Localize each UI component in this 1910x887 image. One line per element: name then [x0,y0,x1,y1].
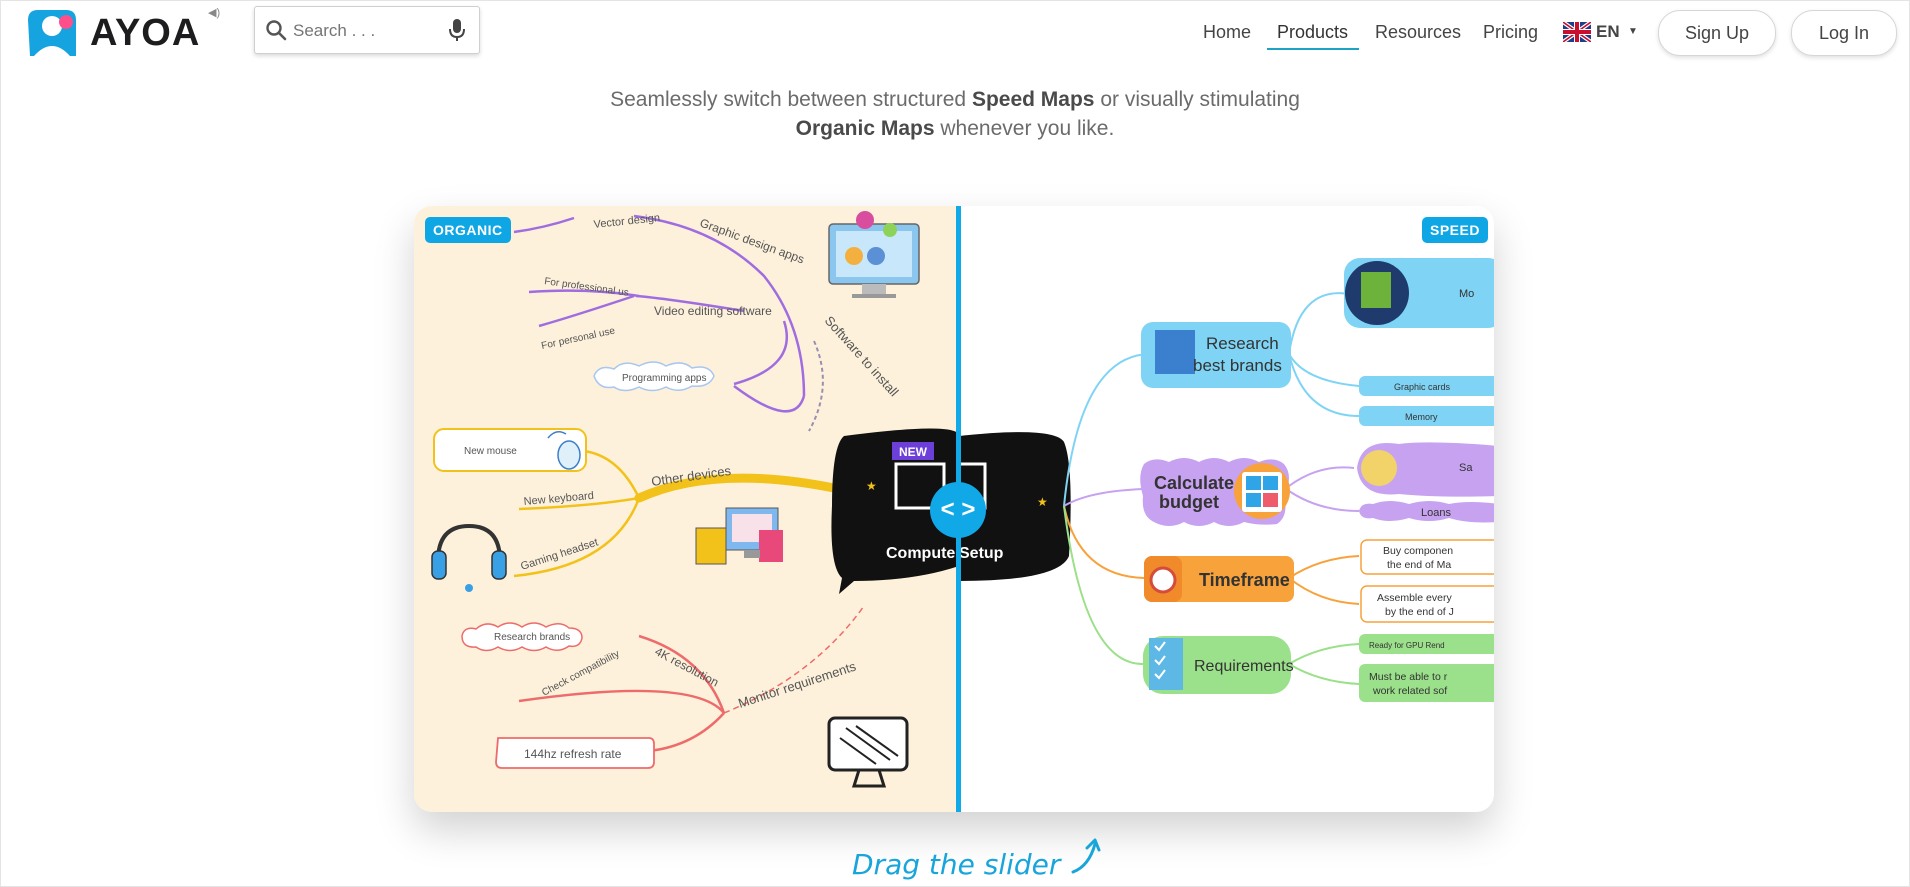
yellow-branches [513,449,641,578]
speed-branches [1063,292,1360,685]
new-badge-label: NEW [899,445,928,459]
stopwatch-icon [1149,566,1177,594]
curved-arrow-icon [1071,838,1101,874]
purple-branches [513,214,806,413]
drag-the-slider-hint: Drag the slider [852,836,1105,881]
motherboard-icon [1361,272,1391,308]
svg-text:Requirements: Requirements [1194,658,1294,675]
svg-text:Buy componen: Buy componen [1383,545,1453,557]
svg-text:Must be able to r: Must be able to r [1369,671,1448,683]
devices-illustration-icon [695,507,783,565]
ayoa-logo-icon [28,10,76,56]
nav-home[interactable]: Home [1203,22,1252,42]
node-calculate-budget: Calculate budget [1140,458,1290,526]
label-memory: Memory [1405,412,1438,422]
dashed-connector [808,340,824,432]
label-software-to-install: Software to install [822,313,902,399]
organic-maps-emphasis: Organic Maps [795,117,935,140]
label-for-personal-use: For personal use [540,325,616,351]
label-4k-resolution: 4K resolution [653,644,721,689]
intro-line-1: Seamlessly switch between structured Spe… [0,88,1910,112]
node-research-best-brands: Research best brands [1141,322,1291,388]
mouse-icon [557,440,581,470]
slider-handle[interactable]: < > [930,482,986,538]
label-vector-design: Vector design [593,212,661,231]
svg-text:work related sof: work related sof [1372,685,1447,697]
label-graphic-cards: Graphic cards [1394,382,1451,392]
search-input[interactable] [291,17,435,45]
svg-text:best brands: best brands [1193,356,1282,375]
organic-mind-map: Vector design Graphic design apps For pr… [431,211,959,788]
sound-icon[interactable]: ◀) [208,7,221,19]
log-in-button[interactable]: Log In [1791,10,1897,56]
label-speed-mo: Mo [1459,288,1474,300]
checklist-icon [1149,638,1183,690]
svg-text:Setup: Setup [959,545,1004,562]
map-comparison-slider[interactable]: Vector design Graphic design apps For pr… [414,206,1494,812]
nav-products[interactable]: Products [1277,22,1349,42]
language-selector[interactable]: EN [1596,22,1620,41]
svg-text:the end of Ma: the end of Ma [1387,559,1451,571]
central-node-organic: NEW Computer Setup ★ [831,428,959,594]
label-programming-apps: Programming apps [622,373,706,384]
label-loans: Loans [1421,507,1451,519]
programming-apps-node: Programming apps [593,361,715,392]
monitor-dashed-connector [723,605,865,714]
monitor-sketch-icon [827,716,909,788]
intro-text: or visually stimulating [1094,88,1300,111]
nav-resources[interactable]: Resources [1375,22,1462,42]
search-box[interactable] [254,6,480,54]
computer-research-icon [1155,330,1195,374]
uk-flag-icon[interactable] [1563,22,1591,42]
research-brands-node: Research brands [461,622,583,652]
brand-name: AYOA [90,11,201,54]
code-arrows-icon: < > [940,496,976,523]
yellow-main-branch [634,473,839,503]
intro-text: Seamlessly switch between structured [610,88,972,111]
svg-text:Timeframe: Timeframe [1199,570,1290,590]
svg-text:★: ★ [1037,495,1048,509]
drag-hint-text: Drag the slider [852,848,1061,881]
central-node-speed: ★ Setup [959,432,1071,581]
new-mouse-node: New mouse [433,428,587,472]
refresh-rate-node: 144hz refresh rate [495,737,655,769]
label-144hz-refresh-rate: 144hz refresh rate [524,747,622,761]
label-video-editing-software: Video editing software [654,304,772,318]
label-speed-sa: Sa [1459,462,1473,474]
svg-text:by the end of J: by the end of J [1385,606,1454,618]
central-title-organic: Computer Setup [886,545,959,562]
speed-mind-map: ★ Setup Research best brands [959,258,1494,702]
computer-illustration-icon [828,211,920,298]
savings-icon [1361,450,1397,486]
node-timeframe: Timeframe [1144,556,1294,602]
node-requirements: Requirements [1143,636,1294,694]
svg-text:Research: Research [1206,334,1279,353]
speed-leaves: Mo Graphic cards Memory Sa Loans Buy com… [1344,258,1494,702]
label-research-brands: Research brands [494,632,570,643]
svg-text:★: ★ [866,479,877,493]
nav-pricing[interactable]: Pricing [1483,22,1539,42]
speed-maps-emphasis: Speed Maps [971,88,1095,111]
label-ready-for-gpu: Ready for GPU Rend [1369,641,1445,650]
speed-badge: SPEED [1422,217,1488,243]
intro-text: whenever you like. [934,117,1115,140]
intro-line-2: Organic Maps whenever you like. [0,117,1910,141]
svg-text:Assemble every: Assemble every [1377,592,1452,604]
headset-icon [431,523,507,592]
new-badge [892,442,934,460]
label-new-mouse: New mouse [464,446,517,457]
microphone-icon[interactable] [449,18,465,42]
search-icon [266,20,287,41]
label-for-professional-us: For professional us [544,276,630,299]
label-monitor-requirements: Monitor requirements [736,658,858,710]
red-branches [518,634,726,753]
svg-text:budget: budget [1159,492,1219,512]
nav-active-underline [1267,48,1359,50]
ayoa-logo[interactable]: AYOA [22,6,200,60]
sign-up-button[interactable]: Sign Up [1658,10,1776,56]
chevron-down-icon[interactable]: ▼ [1628,26,1638,37]
organic-badge: ORGANIC [425,217,511,243]
svg-text:Calculate: Calculate [1154,473,1234,493]
